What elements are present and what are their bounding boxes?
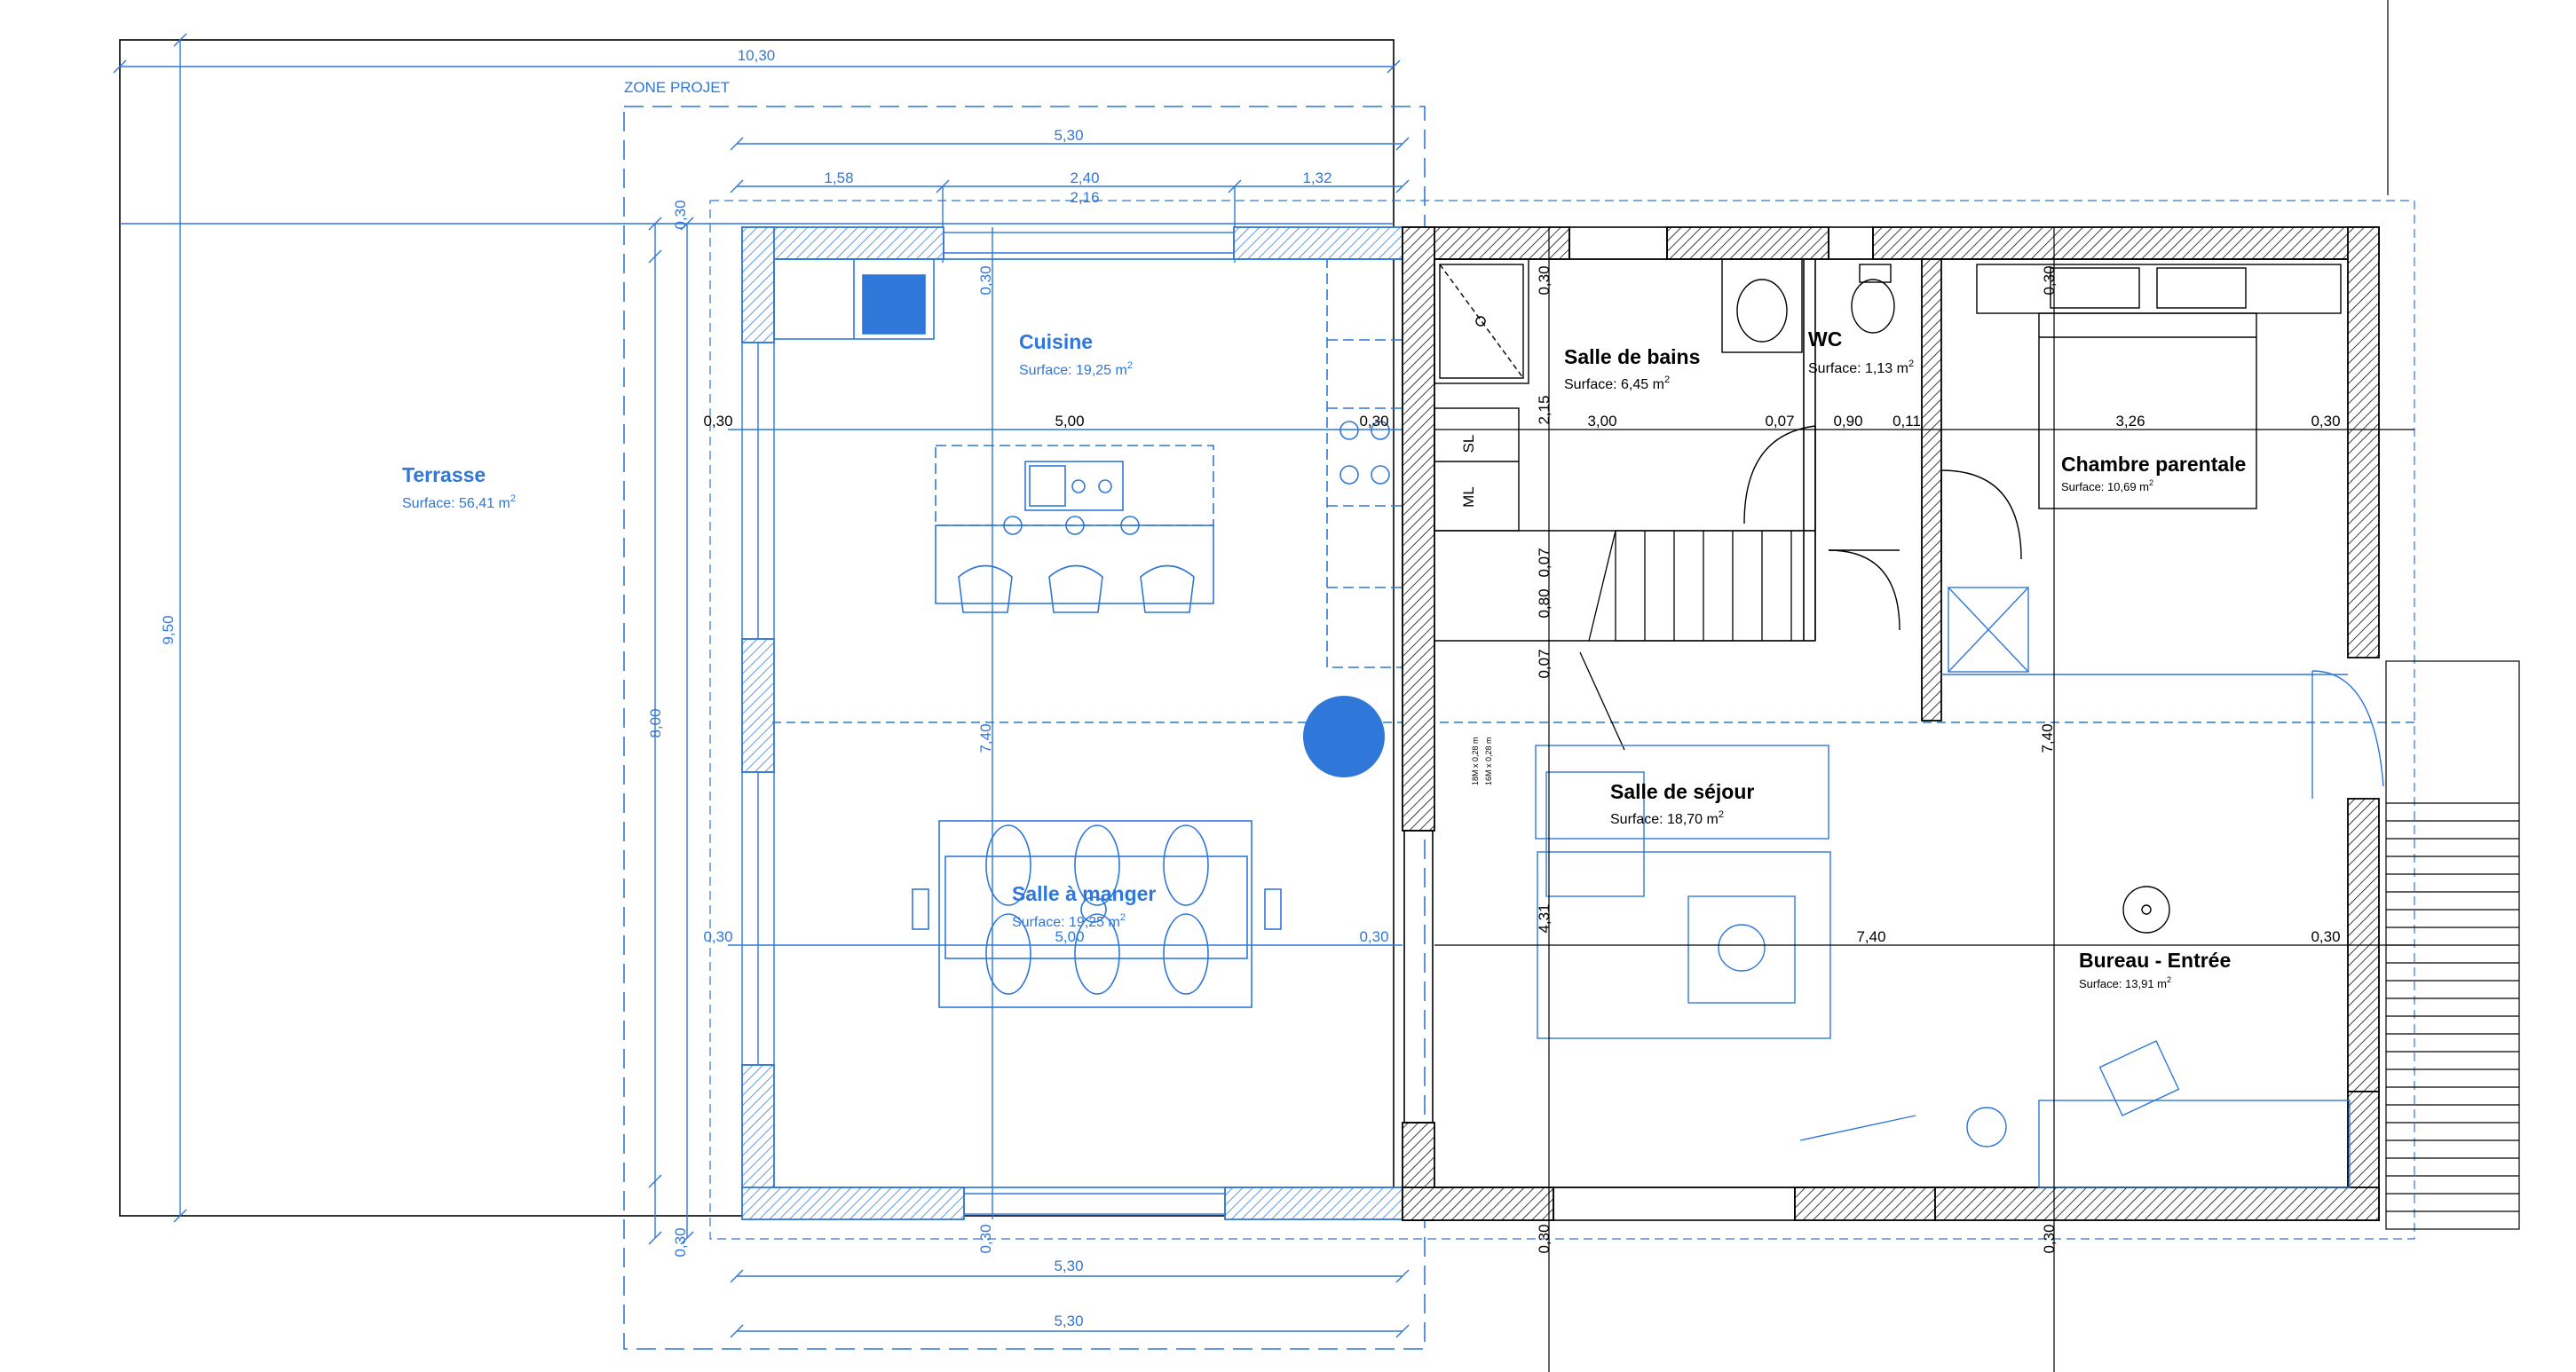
dim-black-r1-e: 3,26 — [2115, 413, 2145, 430]
bed — [1976, 264, 2342, 509]
wardrobe — [1941, 587, 2348, 675]
dim-black-walltop-a: 0,30 — [1536, 265, 1553, 295]
dim-terrace-label: 9,50 — [160, 615, 177, 644]
dim-black-r2-mid: 7,40 — [1856, 928, 1885, 945]
dim-black-wallbot-a: 0,30 — [1536, 1224, 1553, 1253]
dim-blue-r1-right: 0,30 — [1359, 413, 1388, 430]
blue-guides — [728, 227, 2414, 1219]
room-name: Salle de séjour — [1610, 780, 1754, 803]
dim-black-r1-a: 3,00 — [1587, 413, 1616, 430]
room-surface: Surface: 6,45 m2 — [1564, 375, 1670, 392]
dim-black-v4: 0,07 — [1536, 649, 1553, 678]
dim-top-chain — [730, 137, 1410, 263]
kitchen-island — [935, 445, 1214, 613]
dim-black-r1-c: 0,90 — [1833, 413, 1862, 430]
kitchen-counter — [773, 258, 1403, 668]
dim-left-total: 8,00 — [647, 708, 664, 737]
dim-black-v-right: 7,40 — [2039, 723, 2056, 753]
dim-left-chain — [648, 217, 694, 1245]
room-terrasse[interactable]: Terrasse Surface: 56,41 m2 — [402, 463, 516, 511]
room-chambre-parentale[interactable]: Chambre parentale Surface: 10,69 m2 — [2061, 453, 2246, 493]
room-salle-a-manger[interactable]: Salle à manger Surface: 19,25 m2 — [1012, 882, 1156, 930]
room-salle-de-bains[interactable]: Salle de bains Surface: 6,45 m2 — [1564, 345, 1700, 392]
dim-black-r1-d: 0,11 — [1892, 413, 1921, 430]
stairs — [1579, 530, 1816, 751]
external-deck — [2385, 660, 2520, 1230]
dim-black-r1-b: 0,07 — [1765, 413, 1794, 430]
room-surface: Surface: 18,70 m2 — [1610, 809, 1724, 827]
blue-windows — [741, 232, 1235, 1215]
dim-overall-label: 10,30 — [738, 47, 776, 64]
dim-overall-top — [113, 59, 1401, 74]
sl-label: SL — [1460, 435, 1477, 453]
doors — [1743, 425, 2022, 631]
dim-inner-width: 2,16 — [1070, 189, 1099, 206]
bureau-table — [2122, 886, 2170, 934]
bathroom-fixtures — [1434, 258, 1895, 384]
black-dim-lines — [1434, 0, 2414, 1372]
dim-black-v1: 2,15 — [1536, 395, 1553, 424]
dim-black-walltop-b: 0,30 — [2041, 265, 2058, 295]
room-name: Cuisine — [1019, 330, 1093, 353]
room-surface: Surface: 56,41 m2 — [402, 493, 516, 511]
dim-left-top: 0,30 — [672, 200, 689, 229]
stair-note-2: 16M x 0,28 m — [1484, 737, 1493, 785]
dim-bottom-b: 5,30 — [1054, 1313, 1083, 1329]
black-walls — [1402, 226, 2380, 1221]
dim-bottom-a: 5,30 — [1054, 1258, 1083, 1274]
blue-walls — [741, 226, 1403, 1220]
room-cuisine[interactable]: Cuisine Surface: 19,25 m2 — [1019, 330, 1133, 378]
dim-zone-width: 5,30 — [1054, 127, 1083, 144]
room-salle-de-sejour[interactable]: Salle de séjour Surface: 18,70 m2 — [1610, 780, 1754, 827]
dim-bottom-chain — [730, 1269, 1410, 1338]
dining-table — [912, 820, 1282, 1008]
living-furniture — [1535, 670, 2384, 1188]
dim-blue-walltop: 0,30 — [977, 265, 994, 295]
room-surface: Surface: 10,69 m2 — [2061, 478, 2153, 493]
zone-label: ZONE PROJET — [624, 79, 730, 96]
stair-note-1: 18M x 0,28 m — [1471, 737, 1480, 785]
room-wc[interactable]: WC Surface: 1,13 m2 — [1808, 327, 1914, 376]
dim-blue-r2-left: 0,30 — [703, 928, 732, 945]
dim-black-v5: 4,31 — [1536, 903, 1553, 933]
room-surface: Surface: 1,13 m2 — [1808, 359, 1914, 376]
dim-blue-r1-left: 0,30 — [703, 413, 732, 430]
dim-blue-r2-mid: 5,00 — [1055, 928, 1084, 945]
room-surface: Surface: 13,91 m2 — [2079, 975, 2171, 990]
dim-black-v3: 0,80 — [1536, 588, 1553, 618]
dim-left-bottom: 0,30 — [672, 1227, 689, 1257]
ml-label: ML — [1460, 486, 1477, 508]
dim-seg1: 1,58 — [824, 170, 853, 186]
dim-blue-vertical: 7,40 — [977, 723, 994, 753]
dim-black-r2-right: 0,30 — [2311, 928, 2340, 945]
dim-black-r1-f: 0,30 — [2311, 413, 2340, 430]
laundry-boxes — [1434, 407, 1520, 532]
position-marker[interactable] — [1303, 696, 1385, 777]
dim-seg2: 2,40 — [1070, 170, 1099, 186]
dim-blue-r1-mid: 5,00 — [1055, 413, 1084, 430]
room-name: Salle à manger — [1012, 882, 1156, 905]
room-name: Chambre parentale — [2061, 453, 2246, 476]
dim-terrace-vertical — [173, 33, 187, 1223]
terrace-outline — [119, 39, 1395, 1217]
dim-black-v2: 0,07 — [1536, 548, 1553, 577]
bureau-table-dot — [2141, 904, 2152, 915]
room-surface: Surface: 19,25 m2 — [1012, 912, 1126, 930]
house-zone — [709, 200, 2415, 1240]
room-name: Salle de bains — [1564, 345, 1700, 368]
dim-blue-r2-right: 0,30 — [1359, 928, 1388, 945]
room-name: WC — [1808, 327, 1842, 351]
room-surface: Surface: 19,25 m2 — [1019, 360, 1133, 378]
dim-black-wallbot-b: 0,30 — [2041, 1224, 2058, 1253]
room-name: Bureau - Entrée — [2079, 949, 2231, 972]
room-bureau-entree[interactable]: Bureau - Entrée Surface: 13,91 m2 — [2079, 949, 2231, 990]
dim-seg3: 1,32 — [1302, 170, 1331, 186]
dim-blue-wallbot: 0,30 — [977, 1224, 994, 1253]
room-name: Terrasse — [402, 463, 486, 486]
